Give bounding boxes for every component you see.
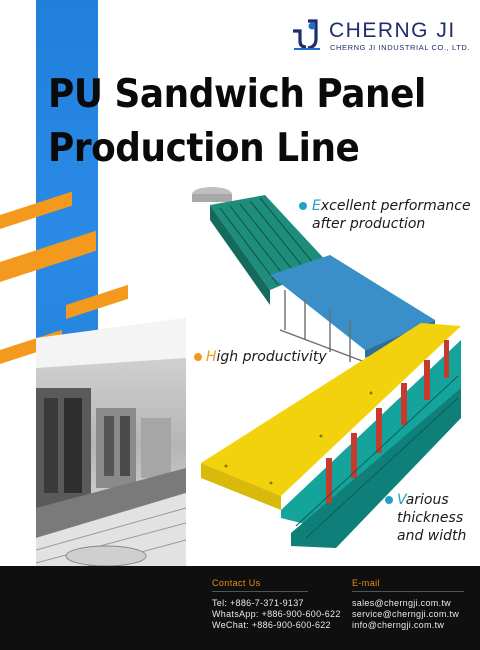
production-line-machine-top bbox=[192, 187, 435, 363]
email-divider bbox=[352, 591, 464, 592]
cherng-ji-logo-icon bbox=[293, 19, 320, 50]
contact-whatsapp: WhatsApp: +886-900-600-622 bbox=[212, 609, 341, 620]
feature-3-initial: V bbox=[397, 492, 406, 508]
email-info-link[interactable]: info@cherngji.com.tw bbox=[352, 620, 445, 631]
contact-details: Tel: +886-7-371-9137 WhatsApp: +886-900-… bbox=[212, 598, 341, 632]
feature-2-initial: H bbox=[206, 349, 217, 365]
email-heading: E-mail bbox=[352, 578, 380, 588]
feature-various: Various thickness and width bbox=[397, 491, 466, 545]
brand-subtitle: CHERNG JI INDUSTRIAL CO., LTD. bbox=[330, 43, 471, 52]
email-list: sales@cherngji.com.tw service@cherngji.c… bbox=[352, 598, 459, 632]
feature-2-line1: igh productivity bbox=[216, 349, 327, 365]
feature-bullet-2 bbox=[194, 353, 202, 361]
contact-heading: Contact Us bbox=[212, 578, 261, 588]
feature-3-line1: arious bbox=[405, 492, 449, 508]
feature-excellent: Excellent performance after production bbox=[312, 197, 471, 233]
feature-bullet-3 bbox=[385, 496, 393, 504]
contact-tel: Tel: +886-7-371-9137 bbox=[212, 598, 304, 608]
feature-high-productivity: High productivity bbox=[206, 348, 327, 366]
title-line-1: PU Sandwich Panel bbox=[48, 72, 426, 117]
footer-bar bbox=[0, 566, 480, 650]
feature-3-line3: and width bbox=[397, 528, 467, 544]
feature-1-line2: after production bbox=[312, 216, 426, 232]
company-logo: CHERNG JI CHERNG JI INDUSTRIAL CO., LTD. bbox=[290, 17, 470, 57]
feature-1-initial: E bbox=[312, 198, 321, 214]
feature-1-line1: xcellent performance bbox=[320, 198, 471, 214]
contact-divider bbox=[212, 591, 308, 592]
feature-bullet-1 bbox=[299, 202, 307, 210]
email-sales-link[interactable]: sales@cherngji.com.tw bbox=[352, 598, 451, 608]
brand-name: CHERNG JI bbox=[329, 19, 456, 42]
title-line-2: Production Line bbox=[48, 126, 360, 171]
factory-photo bbox=[36, 318, 186, 575]
production-line-machine-bottom bbox=[201, 323, 461, 548]
feature-3-line2: thickness bbox=[397, 510, 464, 526]
contact-wechat: WeChat: +886-900-600-622 bbox=[212, 620, 331, 631]
email-service-link[interactable]: service@cherngji.com.tw bbox=[352, 609, 460, 620]
